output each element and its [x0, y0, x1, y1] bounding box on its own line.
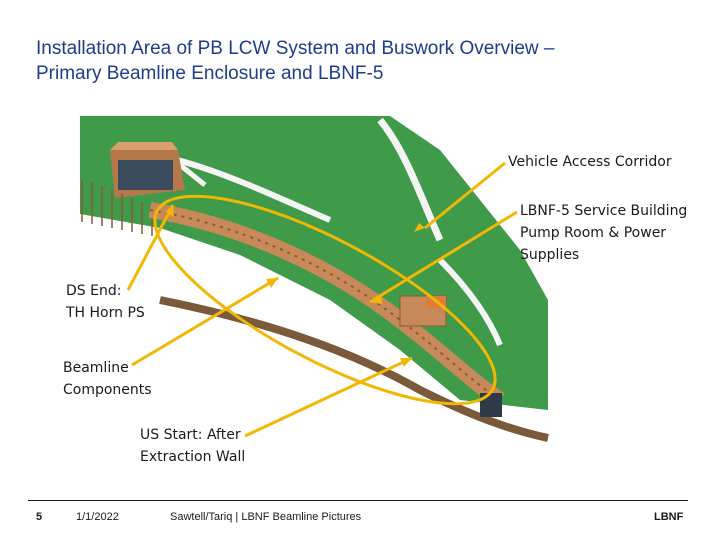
target-hall-roof — [110, 142, 178, 150]
footer-divider — [28, 500, 688, 501]
arrow-vehicle-access — [424, 161, 506, 230]
callout-vehicle-access: Vehicle Access Corridor — [508, 154, 672, 170]
callout-arrows — [126, 161, 518, 438]
arrow-beamline-components — [131, 276, 279, 367]
footer-date: 1/1/2022 — [76, 511, 119, 523]
callout-ds-end: DS End: TH Horn PS — [66, 283, 145, 321]
highlight-beamline — [153, 194, 497, 406]
equipment-block — [118, 160, 173, 190]
beamline-enclosure-edge — [149, 209, 501, 401]
arrow-lbnf5-building — [369, 210, 518, 304]
arrow-us-start — [244, 356, 413, 438]
arrow-ds-end — [126, 204, 175, 291]
access-road — [377, 117, 444, 242]
extraction-wall-block — [480, 393, 502, 417]
footer-brand: LBNF — [654, 511, 684, 523]
slide-title: Installation Area of PB LCW System and B… — [36, 38, 555, 84]
footer-credit: Sawtell/Tariq | LBNF Beamline Pictures — [170, 511, 362, 523]
access-road — [178, 163, 207, 187]
access-road — [437, 257, 503, 347]
callout-lbnf5-building: LBNF-5 Service Building Pump Room & Powe… — [520, 203, 688, 263]
callout-us-start: US Start: After Extraction Wall — [140, 427, 246, 465]
page-number: 5 — [36, 511, 43, 523]
callout-beamline-components: Beamline Components — [63, 360, 152, 398]
arrow-heads — [165, 205, 425, 367]
